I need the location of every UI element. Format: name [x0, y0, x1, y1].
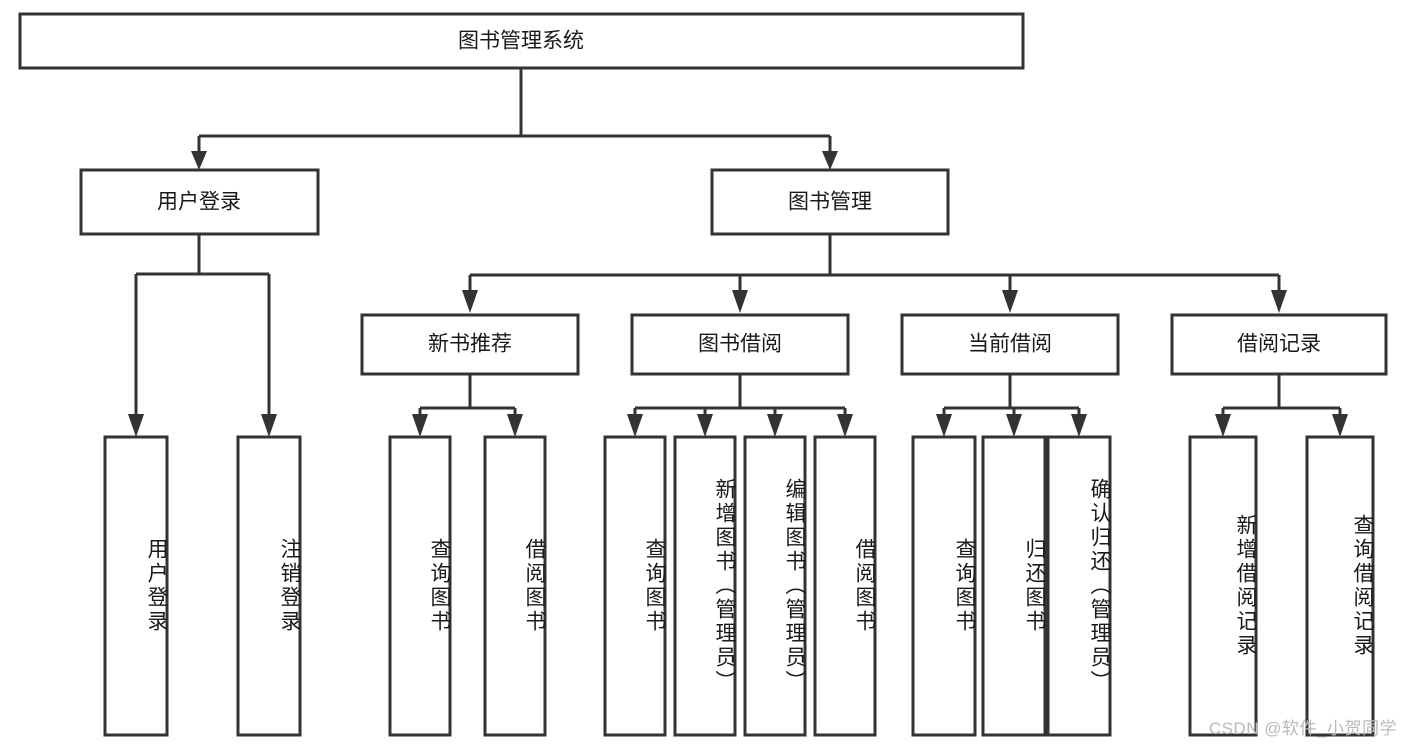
leaf-box-confirm-return[interactable] [1046, 435, 1112, 737]
node-book-borrow-label: 图书借阅 [698, 333, 782, 356]
node-current-borrow[interactable] [900, 313, 1120, 376]
node-borrow-record[interactable] [1170, 313, 1388, 376]
arrowhead-bookborrow-leaf1 [627, 414, 643, 437]
arrowhead-borrowrecord [1271, 290, 1287, 313]
leaf-box-query-book-2[interactable] [603, 435, 667, 737]
arrowhead-book-manage [822, 151, 838, 170]
arrowhead-currentborrow [1002, 290, 1018, 313]
node-root[interactable] [18, 12, 1025, 70]
node-current-borrow-label: 当前借阅 [968, 333, 1052, 356]
arrowhead-user-login [191, 151, 207, 170]
arrowhead-currentborrow-leaf1 [936, 414, 952, 437]
leaf-box-user-login[interactable] [103, 435, 169, 737]
arrowhead-bookborrow [732, 290, 748, 313]
leaf-box-add-record[interactable] [1188, 435, 1258, 737]
leaf-box-logout[interactable] [236, 435, 302, 737]
arrowhead-currentborrow-leaf2 [1006, 414, 1022, 437]
leaf-box-query-record[interactable] [1305, 435, 1375, 737]
arrowhead-bookborrow-leaf2 [697, 414, 713, 437]
leaf-box-query-book-3[interactable] [911, 435, 977, 737]
arrowhead-newbook-leaf2 [507, 414, 523, 437]
arrowhead-leaf-user-login [128, 414, 144, 437]
node-book-manage[interactable] [710, 168, 950, 236]
watermark-label: CSDN @软件_小贺同学 [1208, 719, 1397, 738]
arrowhead-borrowrecord-leaf2 [1332, 414, 1348, 437]
node-user-login-label: 用户登录 [157, 191, 241, 214]
node-book-borrow[interactable] [630, 313, 850, 376]
node-new-book-recommend[interactable] [360, 313, 580, 376]
leaf-box-borrow-book-2[interactable] [813, 435, 877, 737]
arrowhead-leaf-logout [261, 414, 277, 437]
arrowhead-borrowrecord-leaf1 [1215, 414, 1231, 437]
node-book-manage-label: 图书管理 [788, 191, 872, 214]
leaf-box-add-book[interactable] [673, 435, 737, 737]
node-user-login[interactable] [79, 168, 320, 236]
arrowhead-newbook [462, 290, 478, 313]
arrowhead-bookborrow-leaf4 [837, 414, 853, 437]
arrowhead-newbook-leaf1 [412, 414, 428, 437]
leaf-box-return-book[interactable] [981, 435, 1047, 737]
arrowhead-currentborrow-leaf3 [1071, 414, 1087, 437]
node-new-book-recommend-label: 新书推荐 [428, 333, 512, 356]
leaf-box-query-book-1[interactable] [388, 435, 452, 737]
leaf-box-borrow-book-1[interactable] [483, 435, 547, 737]
node-root-label: 图书管理系统 [458, 30, 584, 53]
node-borrow-record-label: 借阅记录 [1237, 333, 1321, 356]
arrowhead-bookborrow-leaf3 [767, 414, 783, 437]
leaf-box-edit-book[interactable] [743, 435, 807, 737]
